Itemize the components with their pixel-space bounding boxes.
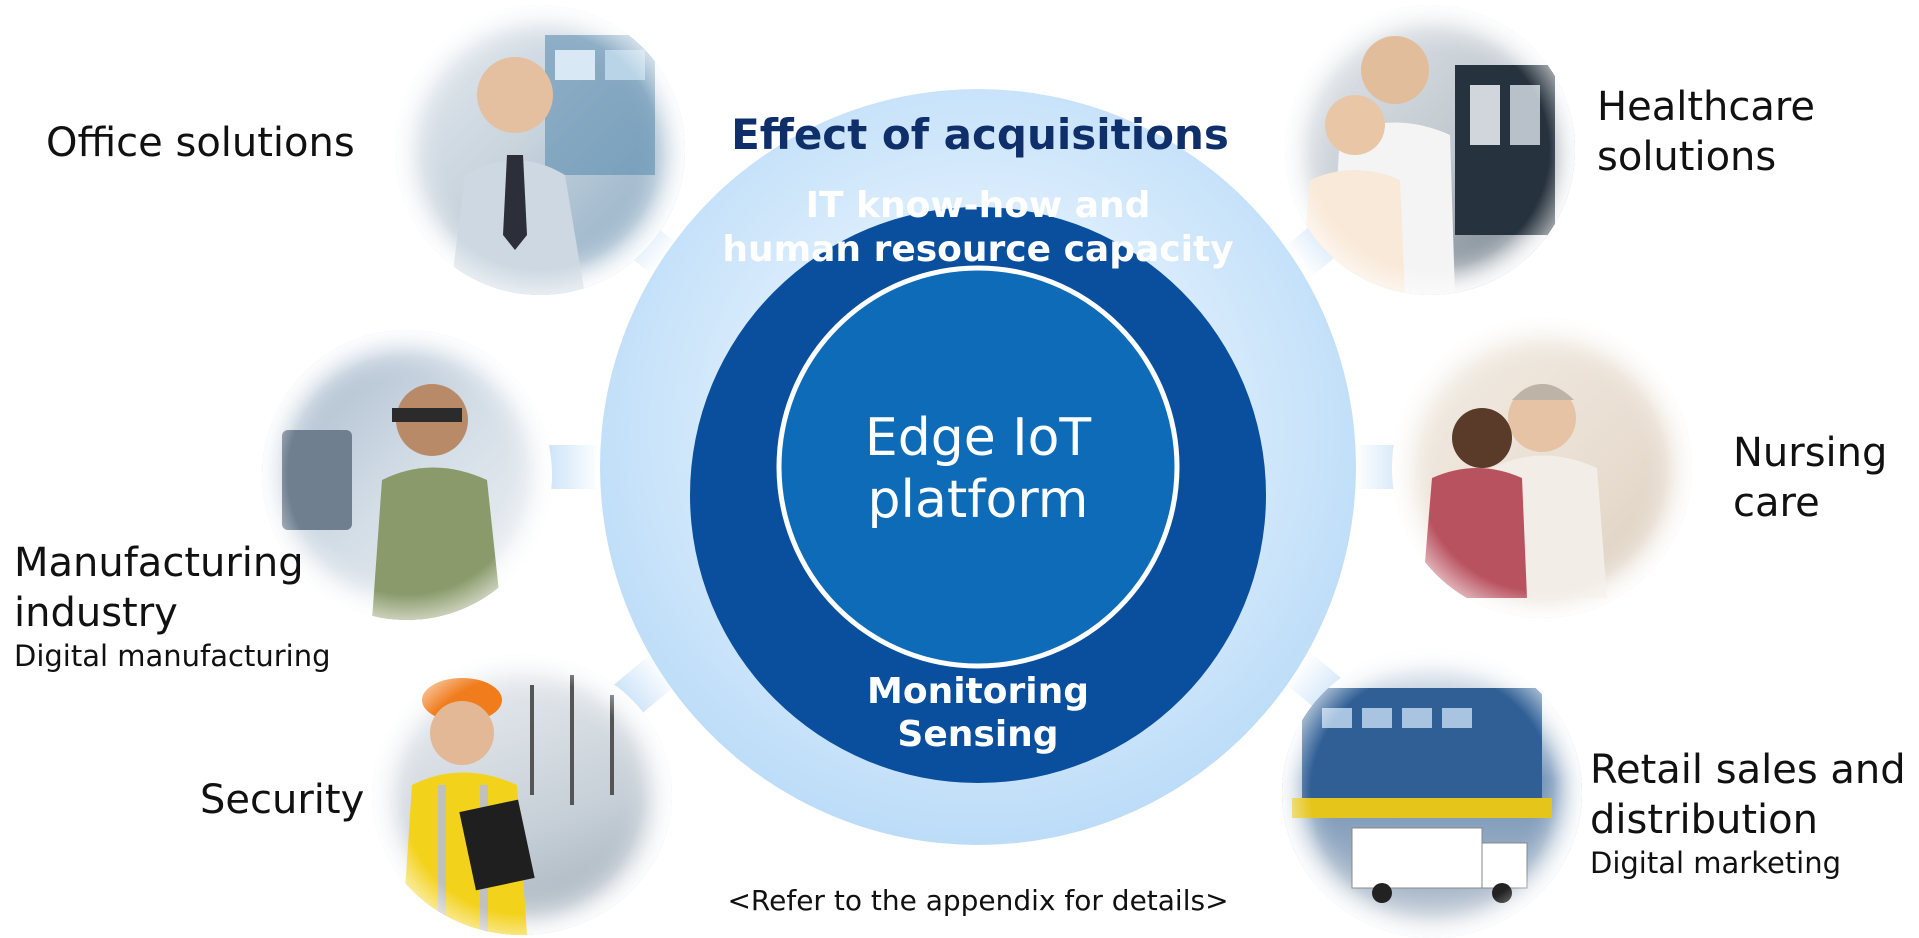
ring-top-line2: human resource capacity [722, 229, 1234, 270]
retail-line2: distribution [1590, 797, 1818, 843]
label-retail: Retail sales and distribution Digital ma… [1590, 745, 1906, 881]
ring-bottom-line2: Sensing [897, 714, 1059, 755]
center-line1: Edge IoT [864, 408, 1092, 468]
ring-top-text: IT know-how and human resource capacity [718, 184, 1238, 272]
center-line2: platform [867, 470, 1089, 530]
security-photo [372, 655, 672, 935]
ring-bottom-text: Monitoring Sensing [778, 670, 1178, 756]
nursing-care-icon [1422, 384, 1607, 598]
label-security: Security [200, 777, 365, 823]
label-healthcare: Healthcare solutions [1597, 82, 1815, 182]
security-worker-icon [402, 675, 614, 935]
healthcare-line1: Healthcare [1597, 84, 1816, 130]
label-office-solutions: Office solutions [46, 120, 355, 166]
office-photo [395, 5, 685, 295]
nursing-line2: care [1733, 480, 1820, 526]
diagram-title: Effect of acquisitions [731, 110, 1229, 159]
manufacturing-sublabel: Digital manufacturing [14, 639, 331, 673]
nursing-photo [1392, 318, 1692, 618]
nursing-line1: Nursing [1733, 430, 1888, 476]
retail-photo [1282, 648, 1582, 938]
healthcare-line2: solutions [1597, 134, 1777, 180]
healthcare-photo [1285, 5, 1575, 295]
ring-bottom-line1: Monitoring [867, 671, 1089, 712]
manufacturing-line2: industry [14, 590, 178, 636]
ring-top-line1: IT know-how and [805, 185, 1151, 226]
retail-line1: Retail sales and [1590, 747, 1906, 793]
appendix-footnote: <Refer to the appendix for details> [727, 884, 1229, 917]
healthcare-doctors-icon [1300, 36, 1555, 295]
inner-circle [776, 265, 1180, 669]
office-person-icon [450, 35, 655, 295]
label-nursing: Nursing care [1733, 428, 1887, 528]
retail-sublabel: Digital marketing [1590, 846, 1842, 880]
manufacturing-line1: Manufacturing [14, 540, 304, 586]
retail-warehouse-icon [1292, 688, 1552, 903]
center-label: Edge IoT platform [778, 407, 1178, 531]
manufacturing-photo [262, 330, 552, 620]
label-manufacturing: Manufacturing industry Digital manufactu… [14, 538, 331, 674]
